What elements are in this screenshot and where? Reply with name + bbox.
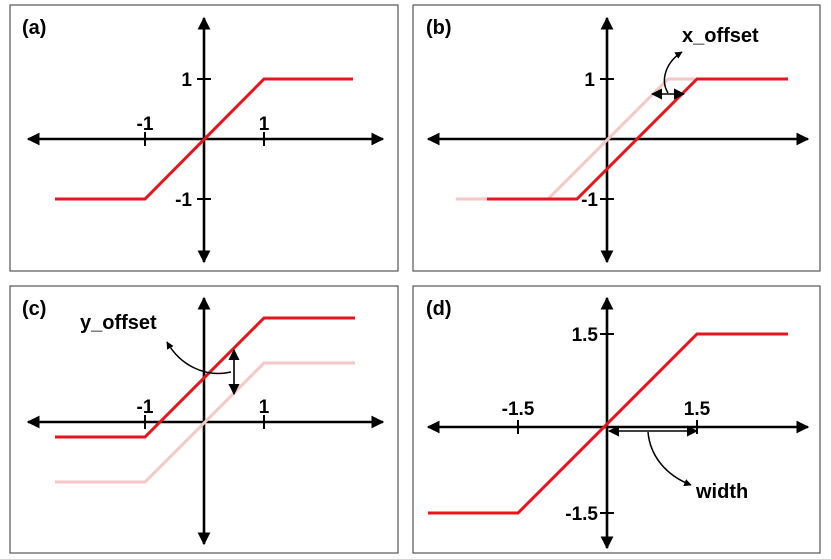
panel-d-x-tick-label-pos: 1.5 (684, 399, 711, 420)
panel-d-pointer-arrow (647, 431, 692, 487)
panel-c-x-tick-label-pos: 1 (259, 397, 270, 418)
panel-b-shifted-line (487, 77, 788, 201)
panel-a-label: (a) (22, 17, 46, 39)
panel-d-y-tick-label-pos: 1.5 (572, 325, 599, 346)
panel-a-x-tick-label-pos: 1 (259, 114, 270, 135)
panel-d-label: (d) (426, 298, 452, 320)
panel-b: (b) 1 -1 x_offset (412, 4, 821, 272)
panel-d-series-line (428, 332, 788, 515)
panel-c-annotation: y_offset (80, 312, 157, 334)
panel-b-annotation: x_offset (682, 25, 759, 47)
panel-a-y-tick-label-neg: -1 (175, 190, 192, 211)
panel-c-x-tick-label-neg: -1 (137, 397, 154, 418)
panel-d-frame (412, 285, 821, 554)
panel-b-pointer-arrow (663, 51, 683, 94)
panel-a-series-line (55, 77, 353, 201)
panel-c: (c) -1 1 y_offset (9, 285, 399, 554)
panel-d-y-tick-label-neg: -1.5 (565, 504, 598, 525)
panel-b-y-tick-label-neg: -1 (581, 190, 598, 211)
panel-a-y-tick-label-pos: 1 (181, 70, 192, 91)
panel-c-shifted-line (55, 316, 355, 439)
panel-d-x-tick-label-neg: -1.5 (502, 399, 535, 420)
panel-b-label: (b) (426, 17, 452, 39)
panel-d: (d) -1.5 1.5 1.5 -1.5 width (412, 285, 821, 554)
panel-d-annotation: width (695, 481, 748, 503)
panel-b-y-tick-label-pos: 1 (584, 70, 595, 91)
panel-c-original-line (55, 361, 355, 484)
panel-c-label: (c) (22, 298, 46, 320)
panel-a-x-tick-label-neg: -1 (137, 114, 154, 135)
panel-c-pointer-arrow (166, 341, 232, 375)
panel-a: (a) -1 1 1 -1 (9, 4, 399, 272)
